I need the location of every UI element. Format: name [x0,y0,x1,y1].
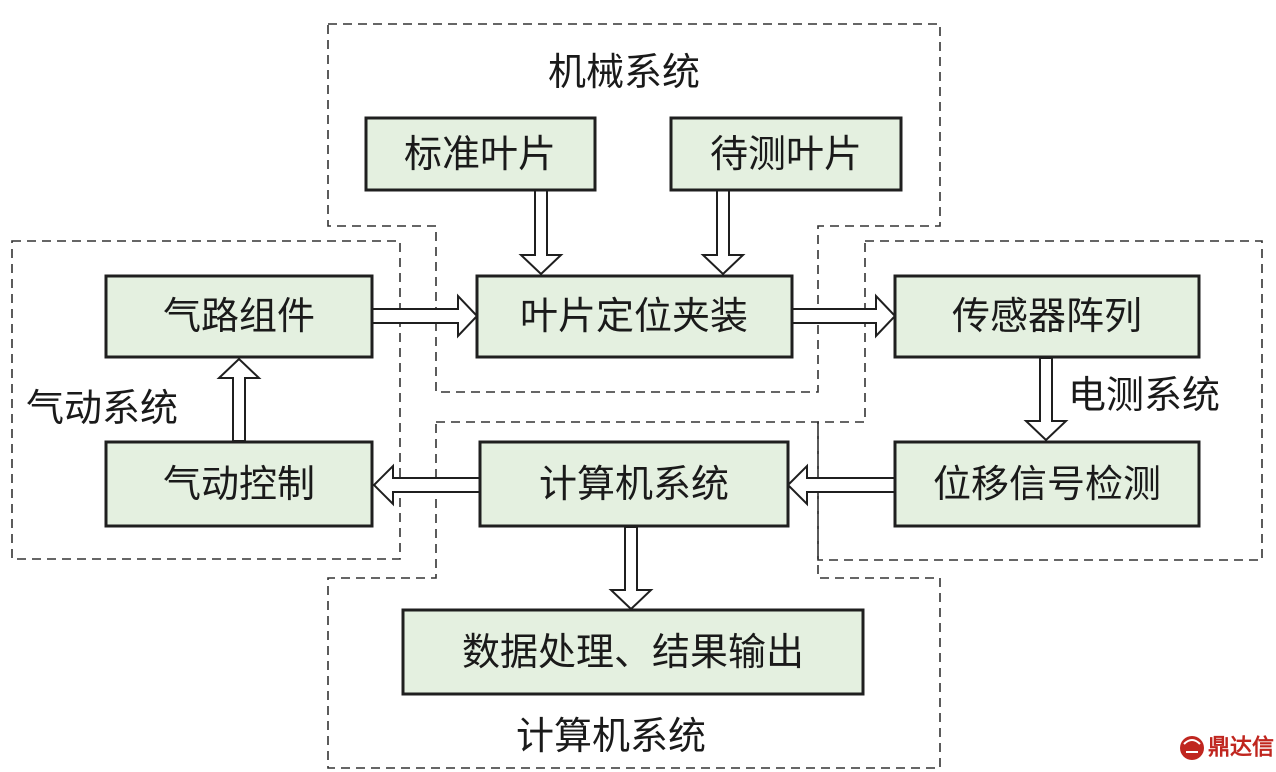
mechanical-system-label: 机械系统 [548,50,700,94]
pneumatic-system-group [11,240,401,560]
arrow-sensor-to-detection [1023,357,1069,442]
watermark-text: 鼎达信 [1208,735,1274,761]
computer-system-group-label: 计算机系统 [516,714,706,758]
arrow-control-to-gaspath [216,357,262,442]
arrow-detection-to-computer [786,463,896,507]
test-blade-box: 待测叶片 [669,116,903,192]
logo-icon [1180,736,1204,760]
electrical-system-label: 电测系统 [1068,373,1220,417]
mechanical-system-group [327,23,941,393]
sensor-array-box: 传感器阵列 [893,274,1201,359]
arrow-computer-to-output [608,526,654,611]
arrow-gaspath-to-clamping [371,293,479,339]
arrow-standard-to-clamping [518,189,564,276]
sensor-array-label: 传感器阵列 [952,294,1142,338]
displacement-detection-box: 位移信号检测 [893,440,1201,528]
standard-blade-box: 标准叶片 [364,116,597,192]
pneumatic-control-box: 气动控制 [104,440,374,528]
watermark: 鼎达信 [1180,735,1274,761]
standard-blade-label: 标准叶片 [404,132,556,176]
gas-path-label: 气路组件 [163,294,315,338]
clamping-label: 叶片定位夹装 [520,294,748,338]
pneumatic-control-label: 气动控制 [163,462,315,506]
test-blade-label: 待测叶片 [710,132,862,176]
computer-system-box: 计算机系统 [478,440,790,528]
data-output-box: 数据处理、结果输出 [401,608,865,696]
data-output-label: 数据处理、结果输出 [462,630,804,674]
clamping-box: 叶片定位夹装 [475,274,794,359]
displacement-detection-label: 位移信号检测 [933,462,1161,506]
computer-system-label: 计算机系统 [539,462,729,506]
arrow-computer-to-control [372,463,481,507]
arrow-test-to-clamping [700,189,746,276]
pneumatic-system-label: 气动系统 [26,386,178,430]
arrow-clamping-to-sensor [791,293,897,339]
electrical-system-group [817,240,1263,561]
gas-path-box: 气路组件 [104,274,374,359]
